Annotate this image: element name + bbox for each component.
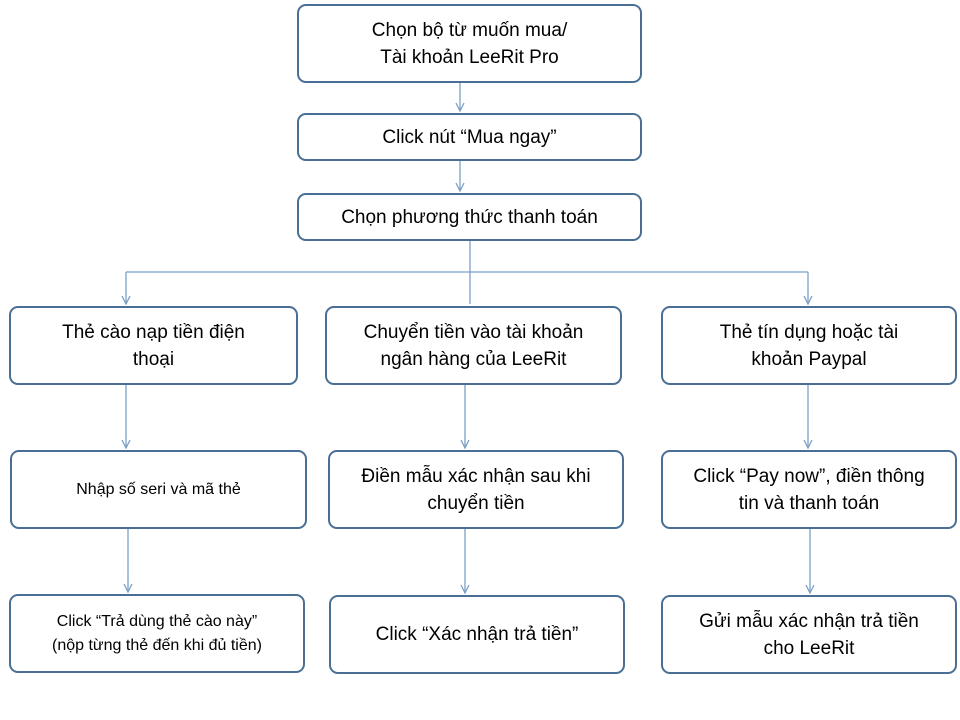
node-credit-paypal: Thẻ tín dụng hoặc tài khoản Paypal	[661, 306, 957, 385]
node-confirm-payment-label: Click “Xác nhận trả tiền”	[375, 624, 579, 645]
node-confirm-payment: Click “Xác nhận trả tiền”	[329, 595, 625, 674]
node-use-card-label: Click “Trả dùng thẻ cào này” (nộp từng t…	[52, 612, 262, 654]
node-phone-card-label: Thẻ cào nạp tiền điện thoại	[62, 321, 245, 370]
node-pay-now-label: Click “Pay now”, điền thông tin và thanh…	[693, 465, 925, 514]
node-enter-serial-label: Nhập số seri và mã thẻ	[76, 480, 241, 498]
node-bank-transfer-label: Chuyển tiền vào tài khoản ngân hàng của …	[363, 321, 584, 370]
node-phone-card: Thẻ cào nạp tiền điện thoại	[9, 306, 298, 385]
node-bank-transfer: Chuyển tiền vào tài khoản ngân hàng của …	[325, 306, 622, 385]
node-choose-package-label: Chọn bộ từ muốn mua/ Tài khoản LeeRit Pr…	[371, 19, 568, 68]
node-choose-payment-label: Chọn phương thức thanh toán	[341, 206, 598, 228]
node-buy-now: Click nút “Mua ngay”	[297, 113, 642, 161]
node-fill-confirm-form-label: Điền mẫu xác nhận sau khi chuyển tiền	[361, 465, 591, 514]
node-enter-serial: Nhập số seri và mã thẻ	[10, 450, 307, 529]
node-credit-paypal-label: Thẻ tín dụng hoặc tài khoản Paypal	[719, 321, 899, 370]
node-send-confirm-label: Gửi mẫu xác nhận trả tiền cho LeeRit	[699, 610, 919, 659]
node-choose-package: Chọn bộ từ muốn mua/ Tài khoản LeeRit Pr…	[297, 4, 642, 83]
node-send-confirm: Gửi mẫu xác nhận trả tiền cho LeeRit	[661, 595, 957, 674]
node-pay-now: Click “Pay now”, điền thông tin và thanh…	[661, 450, 957, 529]
node-buy-now-label: Click nút “Mua ngay”	[382, 126, 557, 148]
node-choose-payment: Chọn phương thức thanh toán	[297, 193, 642, 241]
node-use-card: Click “Trả dùng thẻ cào này” (nộp từng t…	[9, 594, 305, 673]
node-fill-confirm-form: Điền mẫu xác nhận sau khi chuyển tiền	[328, 450, 624, 529]
